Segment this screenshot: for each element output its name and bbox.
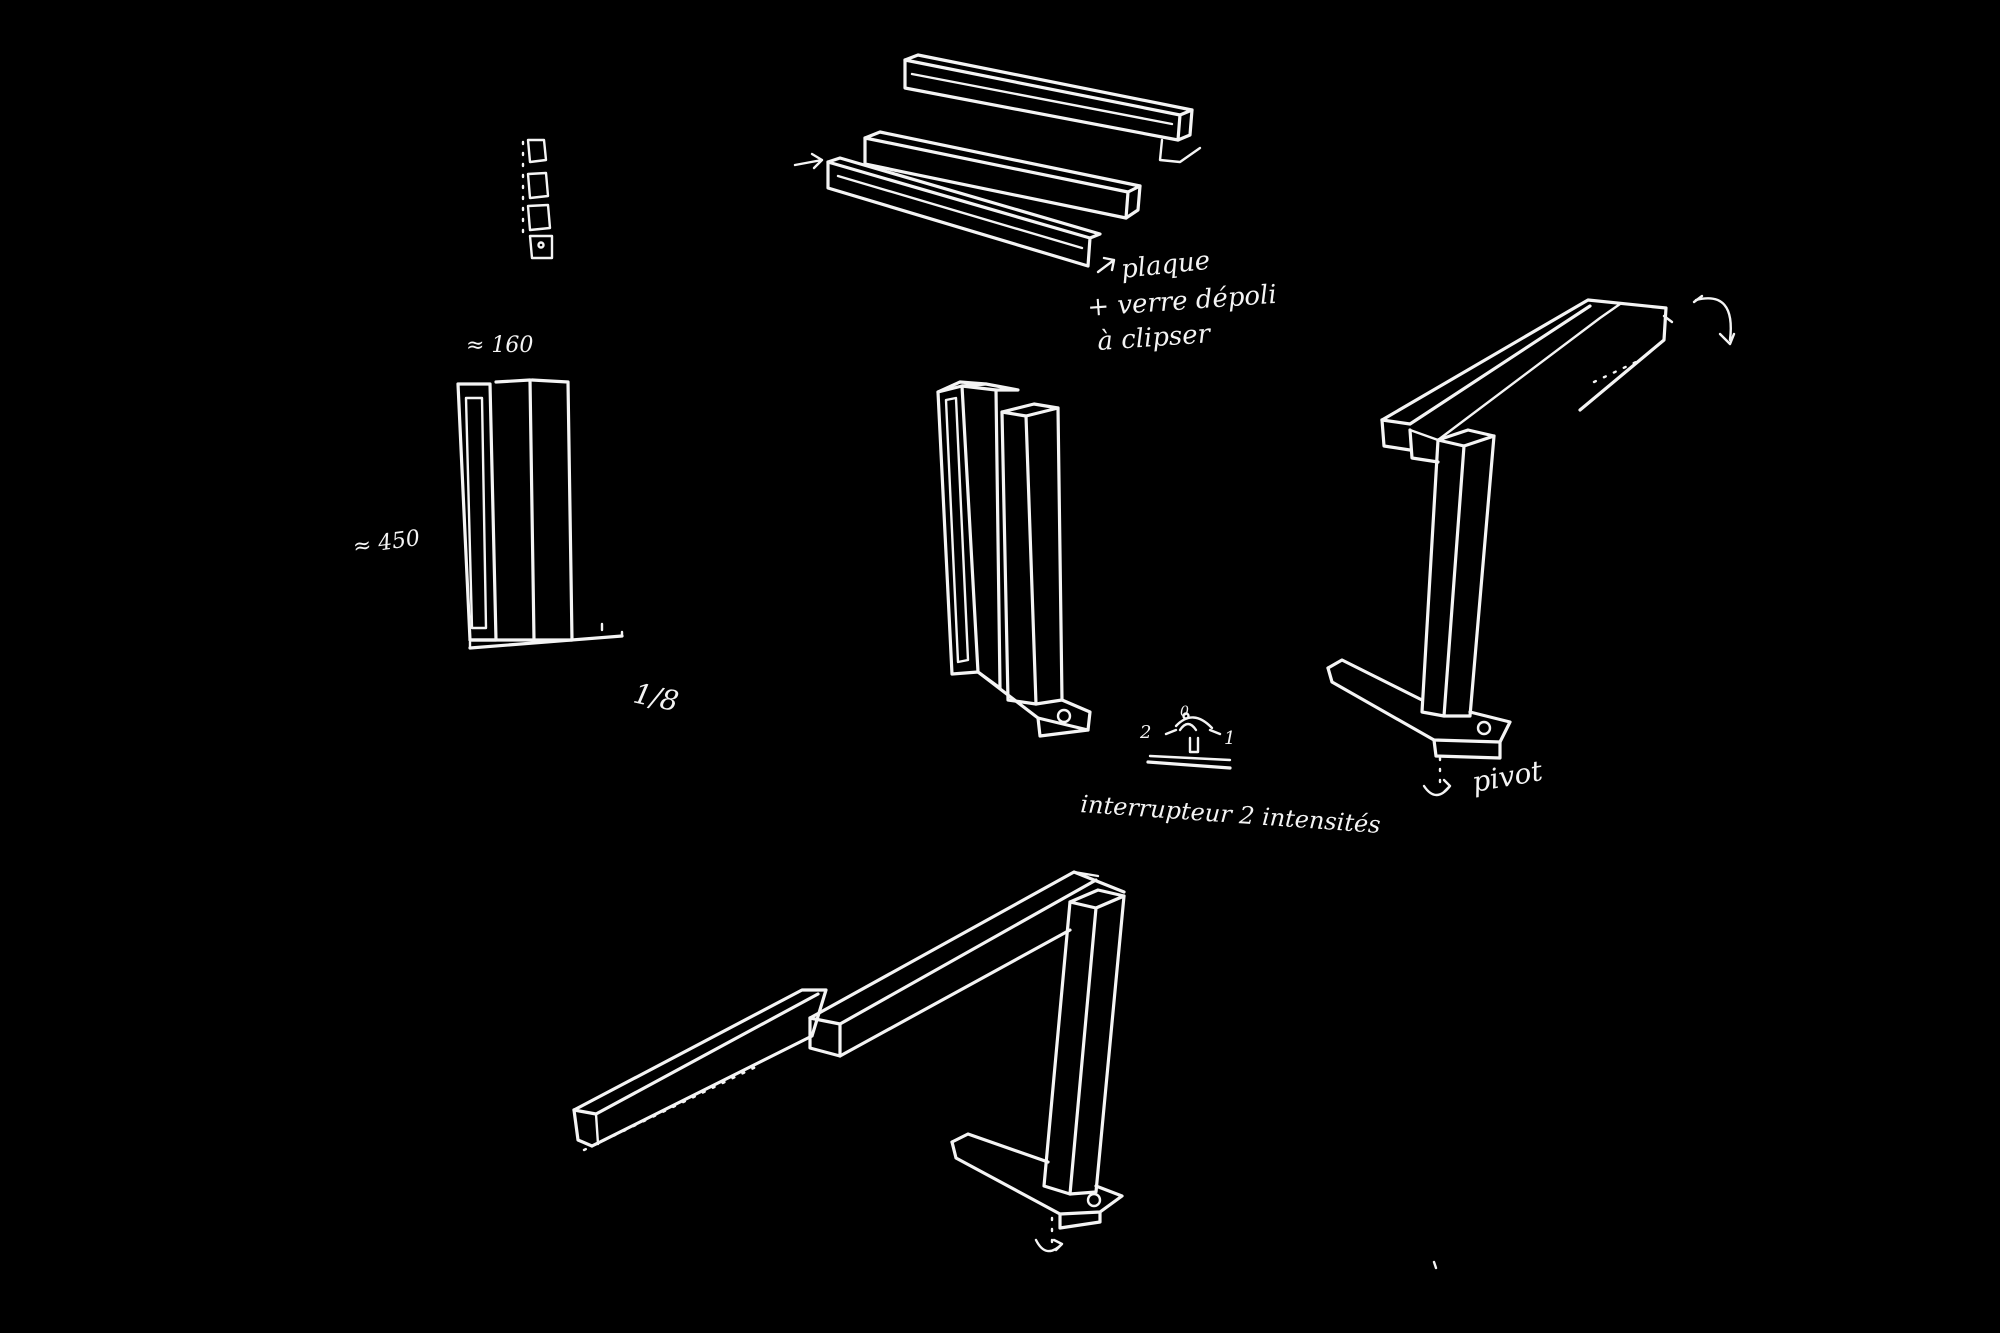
plaque-note-line2: + verre dépoli bbox=[1086, 280, 1277, 323]
extended-arm-view bbox=[572, 870, 1438, 1270]
pivot-label: pivot bbox=[1469, 754, 1545, 799]
switch-caption: interrupteur 2 intensités bbox=[1080, 790, 1382, 839]
plaque-note-line3: à clipser bbox=[1096, 319, 1212, 357]
annotations: plaque + verre dépoli à clipser ≈ 160 ≈ … bbox=[351, 246, 1545, 839]
dimmer-switch-detail bbox=[1146, 712, 1232, 770]
standing-lamp-view bbox=[936, 380, 1092, 738]
pivot-arm-view bbox=[1326, 294, 1736, 797]
scale-note: 1/8 bbox=[631, 677, 682, 719]
plaque-note-line1: plaque bbox=[1120, 246, 1212, 285]
switch-position-0: 0 bbox=[1180, 704, 1189, 720]
switch-position-1: 1 bbox=[1224, 728, 1235, 749]
profile-exploded-view bbox=[793, 53, 1202, 274]
front-elevation bbox=[456, 378, 624, 650]
switch-position-2: 2 bbox=[1139, 722, 1151, 743]
height-dimension: ≈ 450 bbox=[351, 526, 421, 560]
section-detail bbox=[521, 138, 554, 260]
width-dimension: ≈ 160 bbox=[466, 333, 533, 358]
